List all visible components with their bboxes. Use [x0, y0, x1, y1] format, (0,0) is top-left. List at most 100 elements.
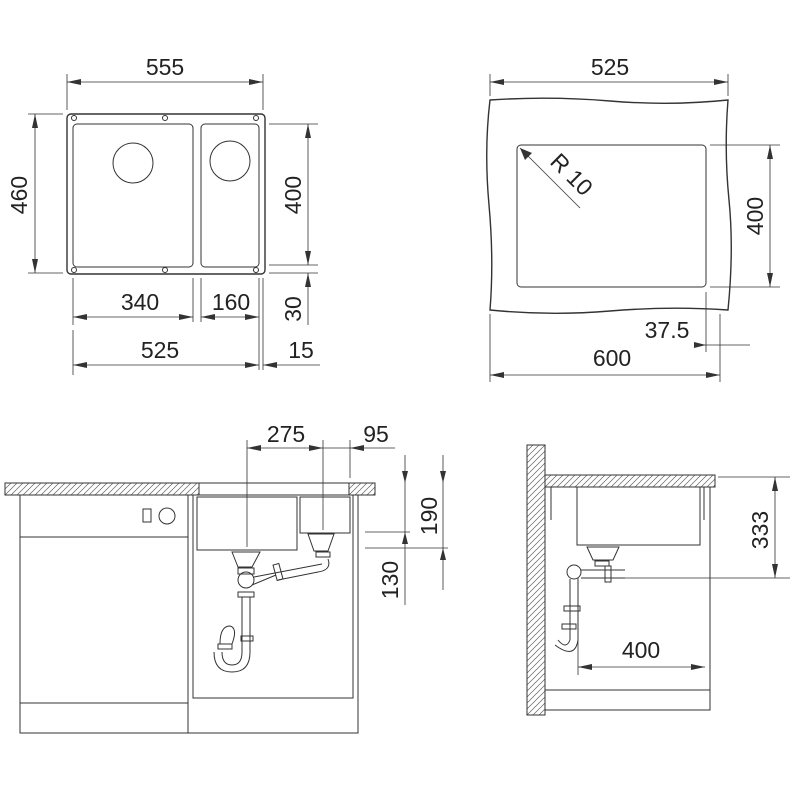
- hatch-line: [526, 690, 546, 710]
- hatch-line: [526, 672, 546, 692]
- main-drain-icon: [112, 142, 154, 184]
- dim-cabinet-width: 600: [593, 345, 631, 371]
- hatch-line: [568, 474, 582, 488]
- hatch-line: [526, 504, 546, 524]
- dimension-lines: [577, 476, 790, 675]
- hatch-line: [526, 480, 546, 500]
- main-bowl-outline: [72, 123, 194, 268]
- hatch-line: [526, 594, 546, 614]
- side-elevation: 333 400: [526, 444, 790, 716]
- dimension-lines: [28, 74, 320, 375]
- hatch-line: [562, 474, 576, 488]
- hatch-line: [526, 696, 546, 716]
- hatch-line: [634, 474, 648, 488]
- hatch-line: [604, 474, 618, 488]
- hatch-line: [580, 474, 594, 488]
- hatch-line: [526, 444, 546, 464]
- dim-overall-width: 555: [146, 54, 184, 80]
- control-button-icon: [142, 508, 152, 523]
- hatch-line: [592, 474, 606, 488]
- small-bowl-outline: [200, 123, 260, 268]
- dishwasher-cabinet: [19, 494, 189, 734]
- hatch-line: [526, 600, 546, 620]
- dim-small-bowl-depth: 130: [377, 561, 403, 599]
- hatch-line: [526, 474, 546, 494]
- hatch-line: [34, 482, 48, 496]
- dim-bowl-depth: 400: [742, 197, 768, 235]
- hatch-line: [628, 474, 642, 488]
- sink-cabinet: [187, 494, 359, 734]
- hatch-line: [136, 482, 150, 496]
- countertop-hatch-right: [348, 482, 376, 496]
- hatch-line: [526, 606, 546, 626]
- hatch-line: [682, 474, 696, 488]
- hatch-line: [526, 558, 546, 578]
- hatch-line: [652, 474, 666, 488]
- hatch-line: [526, 648, 546, 668]
- side-siphon-plumbing: [554, 546, 625, 652]
- hatch-line: [526, 444, 534, 452]
- hatch-line: [100, 482, 114, 496]
- small-drain-icon: [209, 140, 251, 182]
- hatch-line: [526, 528, 546, 548]
- dim-corner-radius: R 10: [545, 148, 598, 201]
- hatch-line: [526, 642, 546, 662]
- hatch-line: [544, 474, 558, 488]
- hatch-line: [526, 654, 546, 674]
- hatch-line: [622, 474, 636, 488]
- dim-main-bowl-width: 340: [121, 289, 159, 315]
- hatch-line: [526, 450, 546, 470]
- hatch-line: [610, 474, 624, 488]
- hatch-line: [526, 486, 546, 506]
- countertop-outline: [486, 97, 732, 314]
- hatch-line: [366, 486, 376, 496]
- hatch-line: [526, 462, 546, 482]
- hatch-line: [526, 534, 546, 554]
- hatch-line: [664, 474, 678, 488]
- hatch-line: [58, 482, 72, 496]
- hatch-line: [106, 482, 120, 496]
- hatch-line: [526, 660, 546, 680]
- hatch-line: [94, 482, 108, 496]
- hatch-line: [190, 486, 200, 496]
- hatch-line: [640, 474, 654, 488]
- hatch-line: [616, 474, 630, 488]
- hatch-line: [526, 444, 540, 458]
- dim-bowl-width: 525: [591, 54, 629, 80]
- hatch-line: [526, 630, 546, 650]
- hatch-line: [526, 588, 546, 608]
- dimension-arrows: [578, 477, 778, 670]
- plan-view-double-bowl: 555 460 400 30 340 160 525 15: [6, 54, 320, 375]
- hatch-line: [172, 482, 186, 496]
- hatch-line: [556, 474, 570, 488]
- hatch-line: [118, 482, 132, 496]
- hatch-line: [526, 624, 546, 644]
- hatch-line: [178, 482, 192, 496]
- hatch-line: [148, 482, 162, 496]
- hatch-line: [544, 474, 552, 482]
- hatch-line: [526, 636, 546, 656]
- dimension-lines: [489, 74, 780, 382]
- hatch-line: [76, 482, 90, 496]
- hatch-line: [160, 482, 174, 496]
- hatch-line: [700, 474, 714, 488]
- bowl-cutout-outline: [516, 144, 707, 288]
- hatch-line: [154, 482, 168, 496]
- hatch-line: [88, 482, 102, 496]
- hatch-line: [4, 482, 12, 490]
- hatch-line: [166, 482, 180, 496]
- front-elevation: 275 95 190 130: [4, 421, 448, 734]
- sink-flange-outline: [66, 113, 266, 275]
- dim-drain-distance: 400: [622, 637, 660, 663]
- hatch-line: [706, 478, 716, 488]
- hatch-line: [16, 482, 30, 496]
- dim-edge-offset-width: 15: [288, 337, 314, 363]
- plan-view-cutout: 525 400 R 10 37.5 600: [486, 54, 780, 382]
- hatch-line: [550, 474, 564, 488]
- dim-bowl-depth: 400: [280, 176, 306, 214]
- hatch-line: [526, 570, 546, 590]
- dim-installation-depth: 333: [747, 511, 773, 549]
- hatch-line: [526, 666, 546, 686]
- hatch-line: [526, 582, 546, 602]
